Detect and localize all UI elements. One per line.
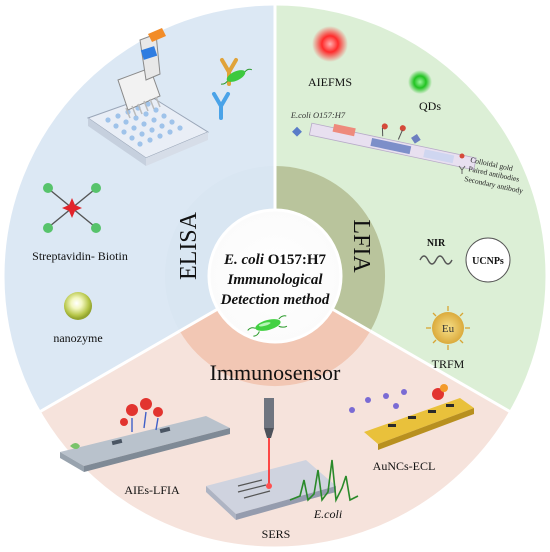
aies-lfia-label: AIEs-LFIA [124,483,180,497]
target-antigen-icon [292,126,302,137]
lfia-label: LFIA [348,219,374,273]
center-title-italic: E. coli [223,252,265,268]
elisa-label: ELISA [176,211,202,280]
center-line2: Immunological [226,272,323,288]
bacterium-icon [247,315,288,337]
streptavidin-biotin-label: Streptavidin- Biotin [32,249,128,263]
aiefms-icon [312,26,348,62]
aunc-ecl-electrode-icon [349,384,474,450]
strip-title: E.coli O157:H7 [290,110,346,120]
center-line3: Detection method [220,292,330,308]
paired-antibodies-icon [458,165,466,174]
streptavidin-biotin-icon [43,183,101,233]
nanozyme-label: nanozyme [53,331,102,345]
laser-probe-icon [264,398,274,428]
sers-chip-icon [206,398,336,520]
nir-label: NIR [427,238,446,249]
eu-icon [426,306,470,350]
center-title: E. coli O157:H7 [223,252,327,268]
ucnps-icon [465,237,511,283]
qds-label: QDs [419,99,441,113]
center-title-rest: O157:H7 [264,252,327,268]
immunosensor-label: Immunosensor [210,360,341,385]
aiefms-label: AIEFMS [308,75,352,89]
qds-icon [408,70,432,94]
center-circle [207,208,343,344]
ucnps-label: UCNPs [472,256,504,267]
aies-lfia-strip-icon [60,398,230,472]
trfm-label: TRFM [432,357,465,371]
ecoli-label: E.coli [313,507,342,521]
bacterium-icon-elisa [220,68,253,85]
colloidal-gold-icon [459,153,465,159]
nir-wave-icon [419,255,453,265]
antibody-icon-2 [212,92,230,120]
lfia-strip-icon [308,122,477,171]
pipette-microplate-icon [86,28,210,166]
sers-label: SERS [262,527,291,541]
aunc-ecl-label: AuNCs-ECL [373,459,436,473]
nanozyme-icon [64,292,92,320]
eu-label: Eu [442,323,455,335]
sers-spectrum-icon [289,459,359,503]
